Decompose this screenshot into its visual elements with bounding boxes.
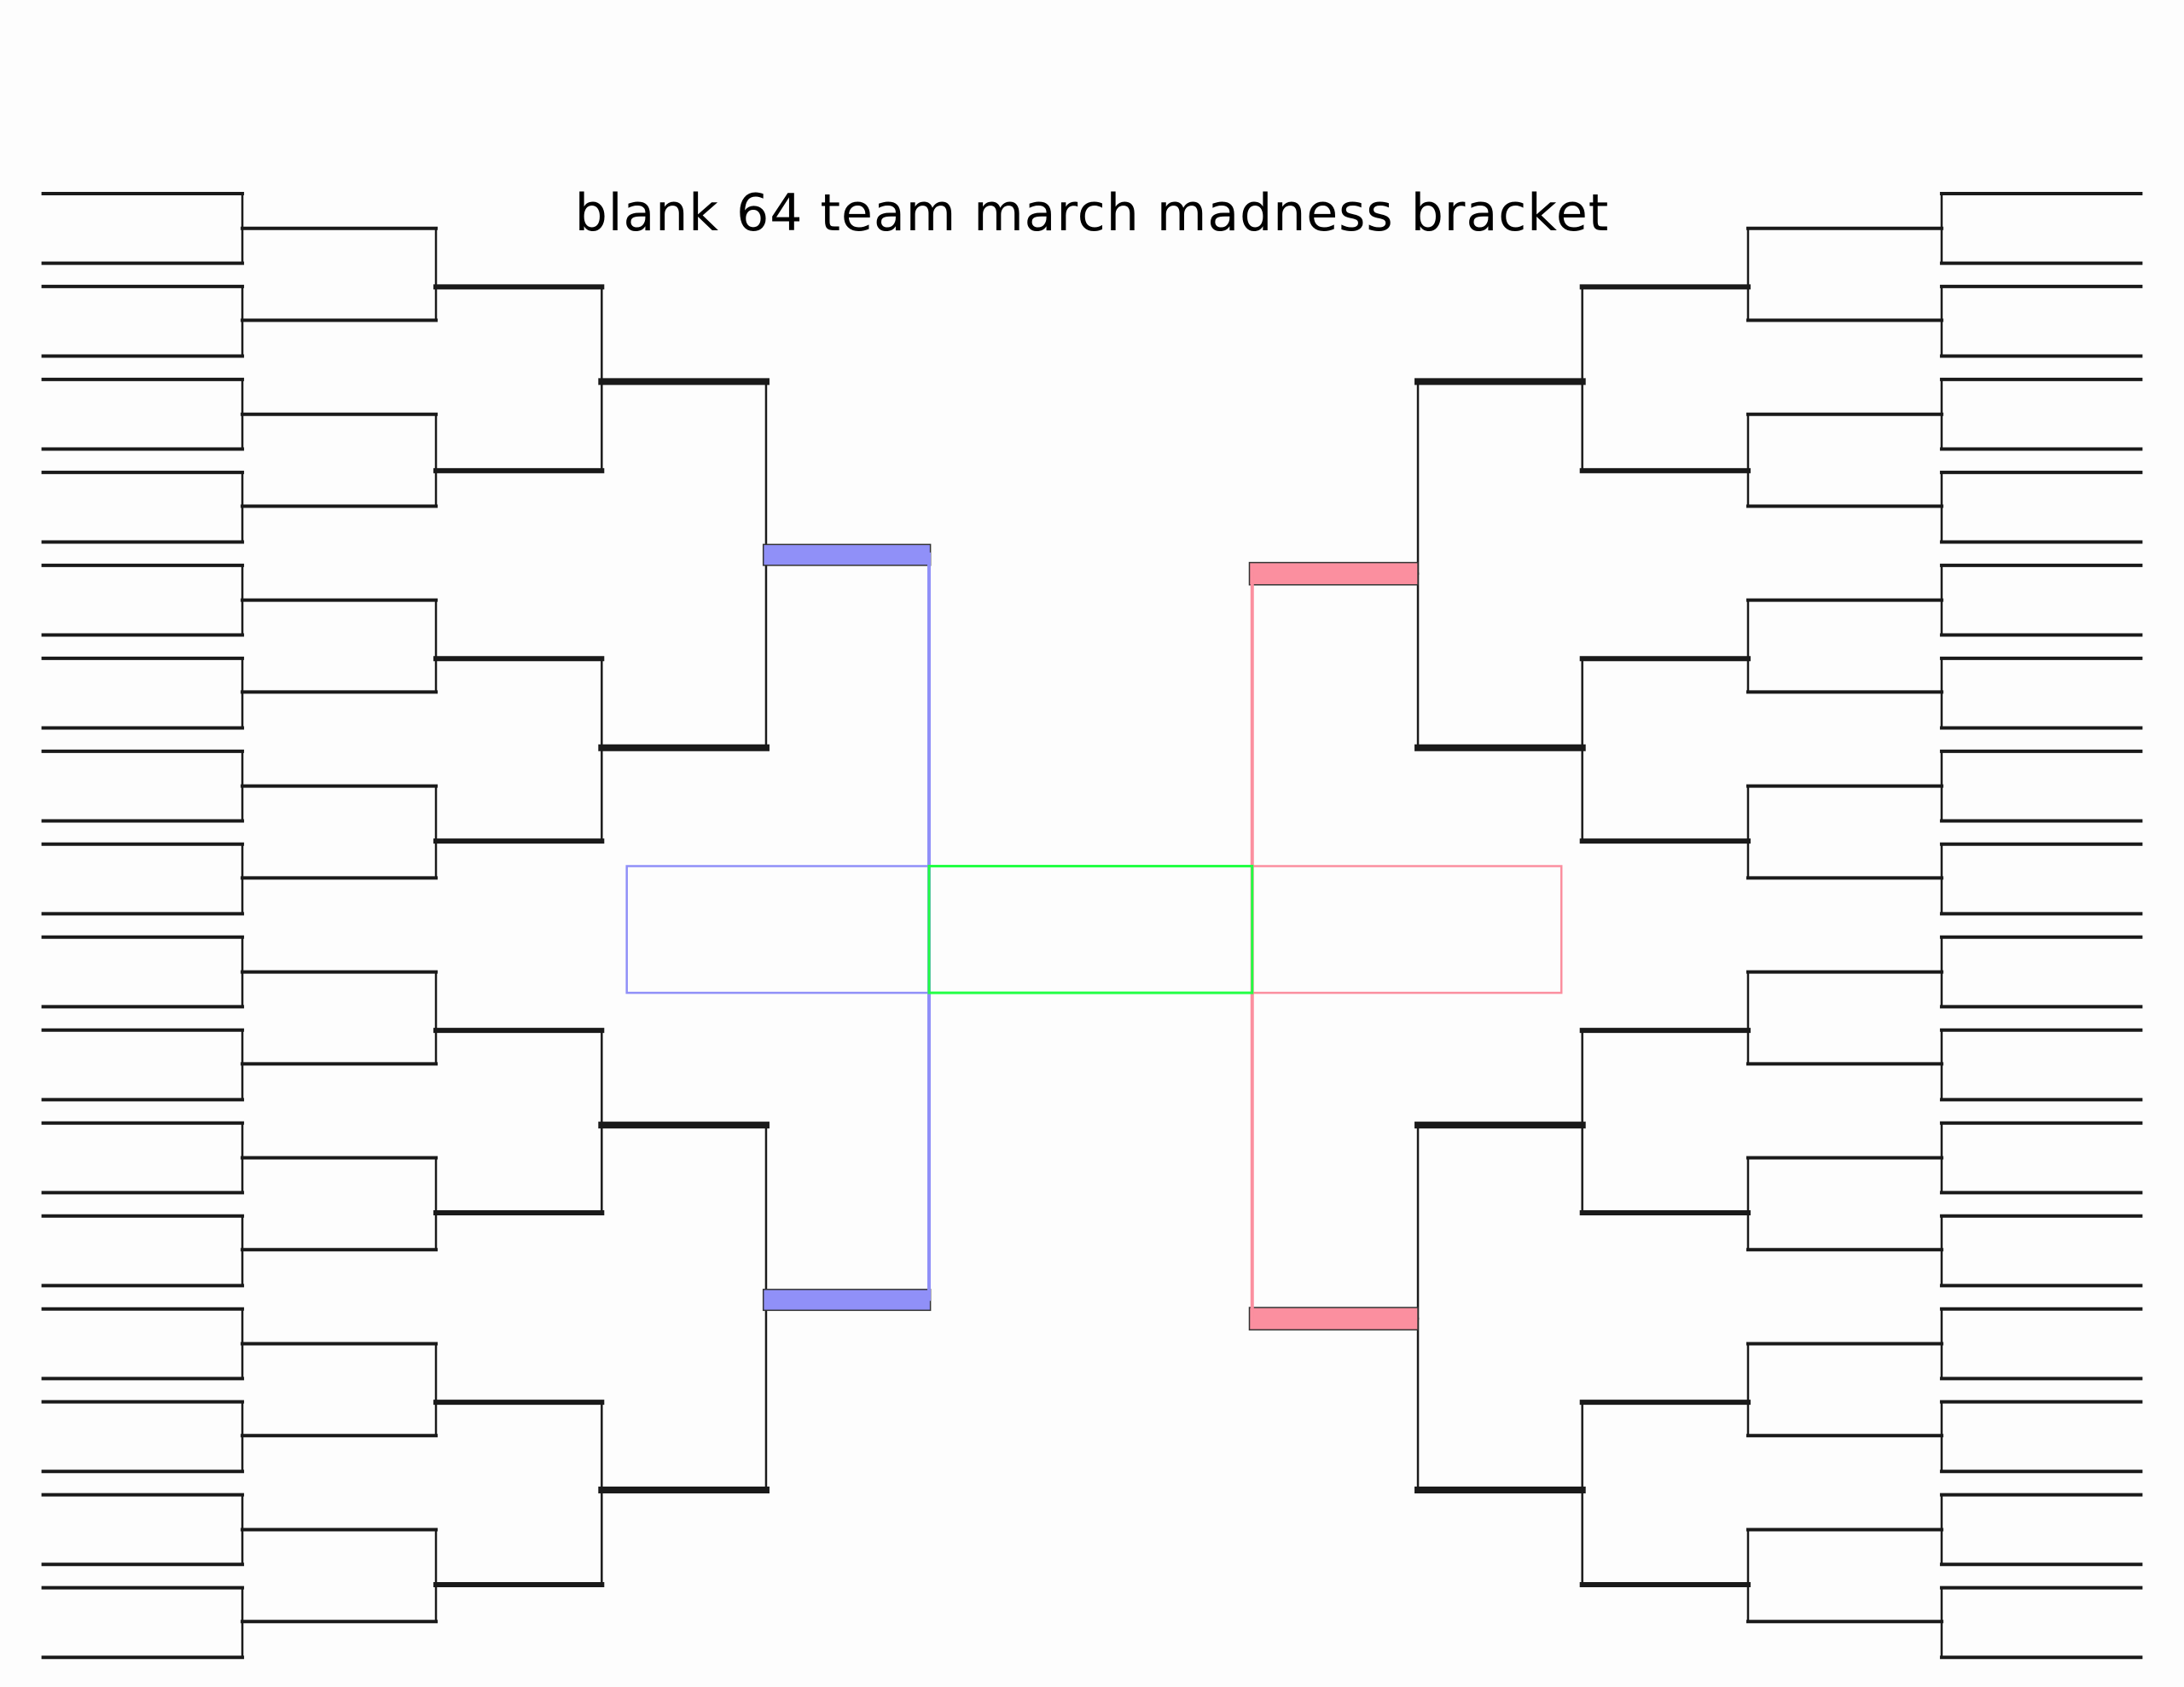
right-final-four-slot[interactable]: [1248, 1307, 1419, 1330]
bracket-title: blank 64 team march madness bracket: [574, 183, 1610, 243]
champion-box[interactable]: [927, 865, 1254, 994]
right-final-four-slot[interactable]: [1248, 561, 1419, 586]
left-final-four-slot[interactable]: [762, 1289, 932, 1312]
left-final-four-slot[interactable]: [762, 543, 932, 566]
left-finalist-box[interactable]: [625, 865, 931, 994]
right-finalist-box[interactable]: [1251, 865, 1563, 994]
